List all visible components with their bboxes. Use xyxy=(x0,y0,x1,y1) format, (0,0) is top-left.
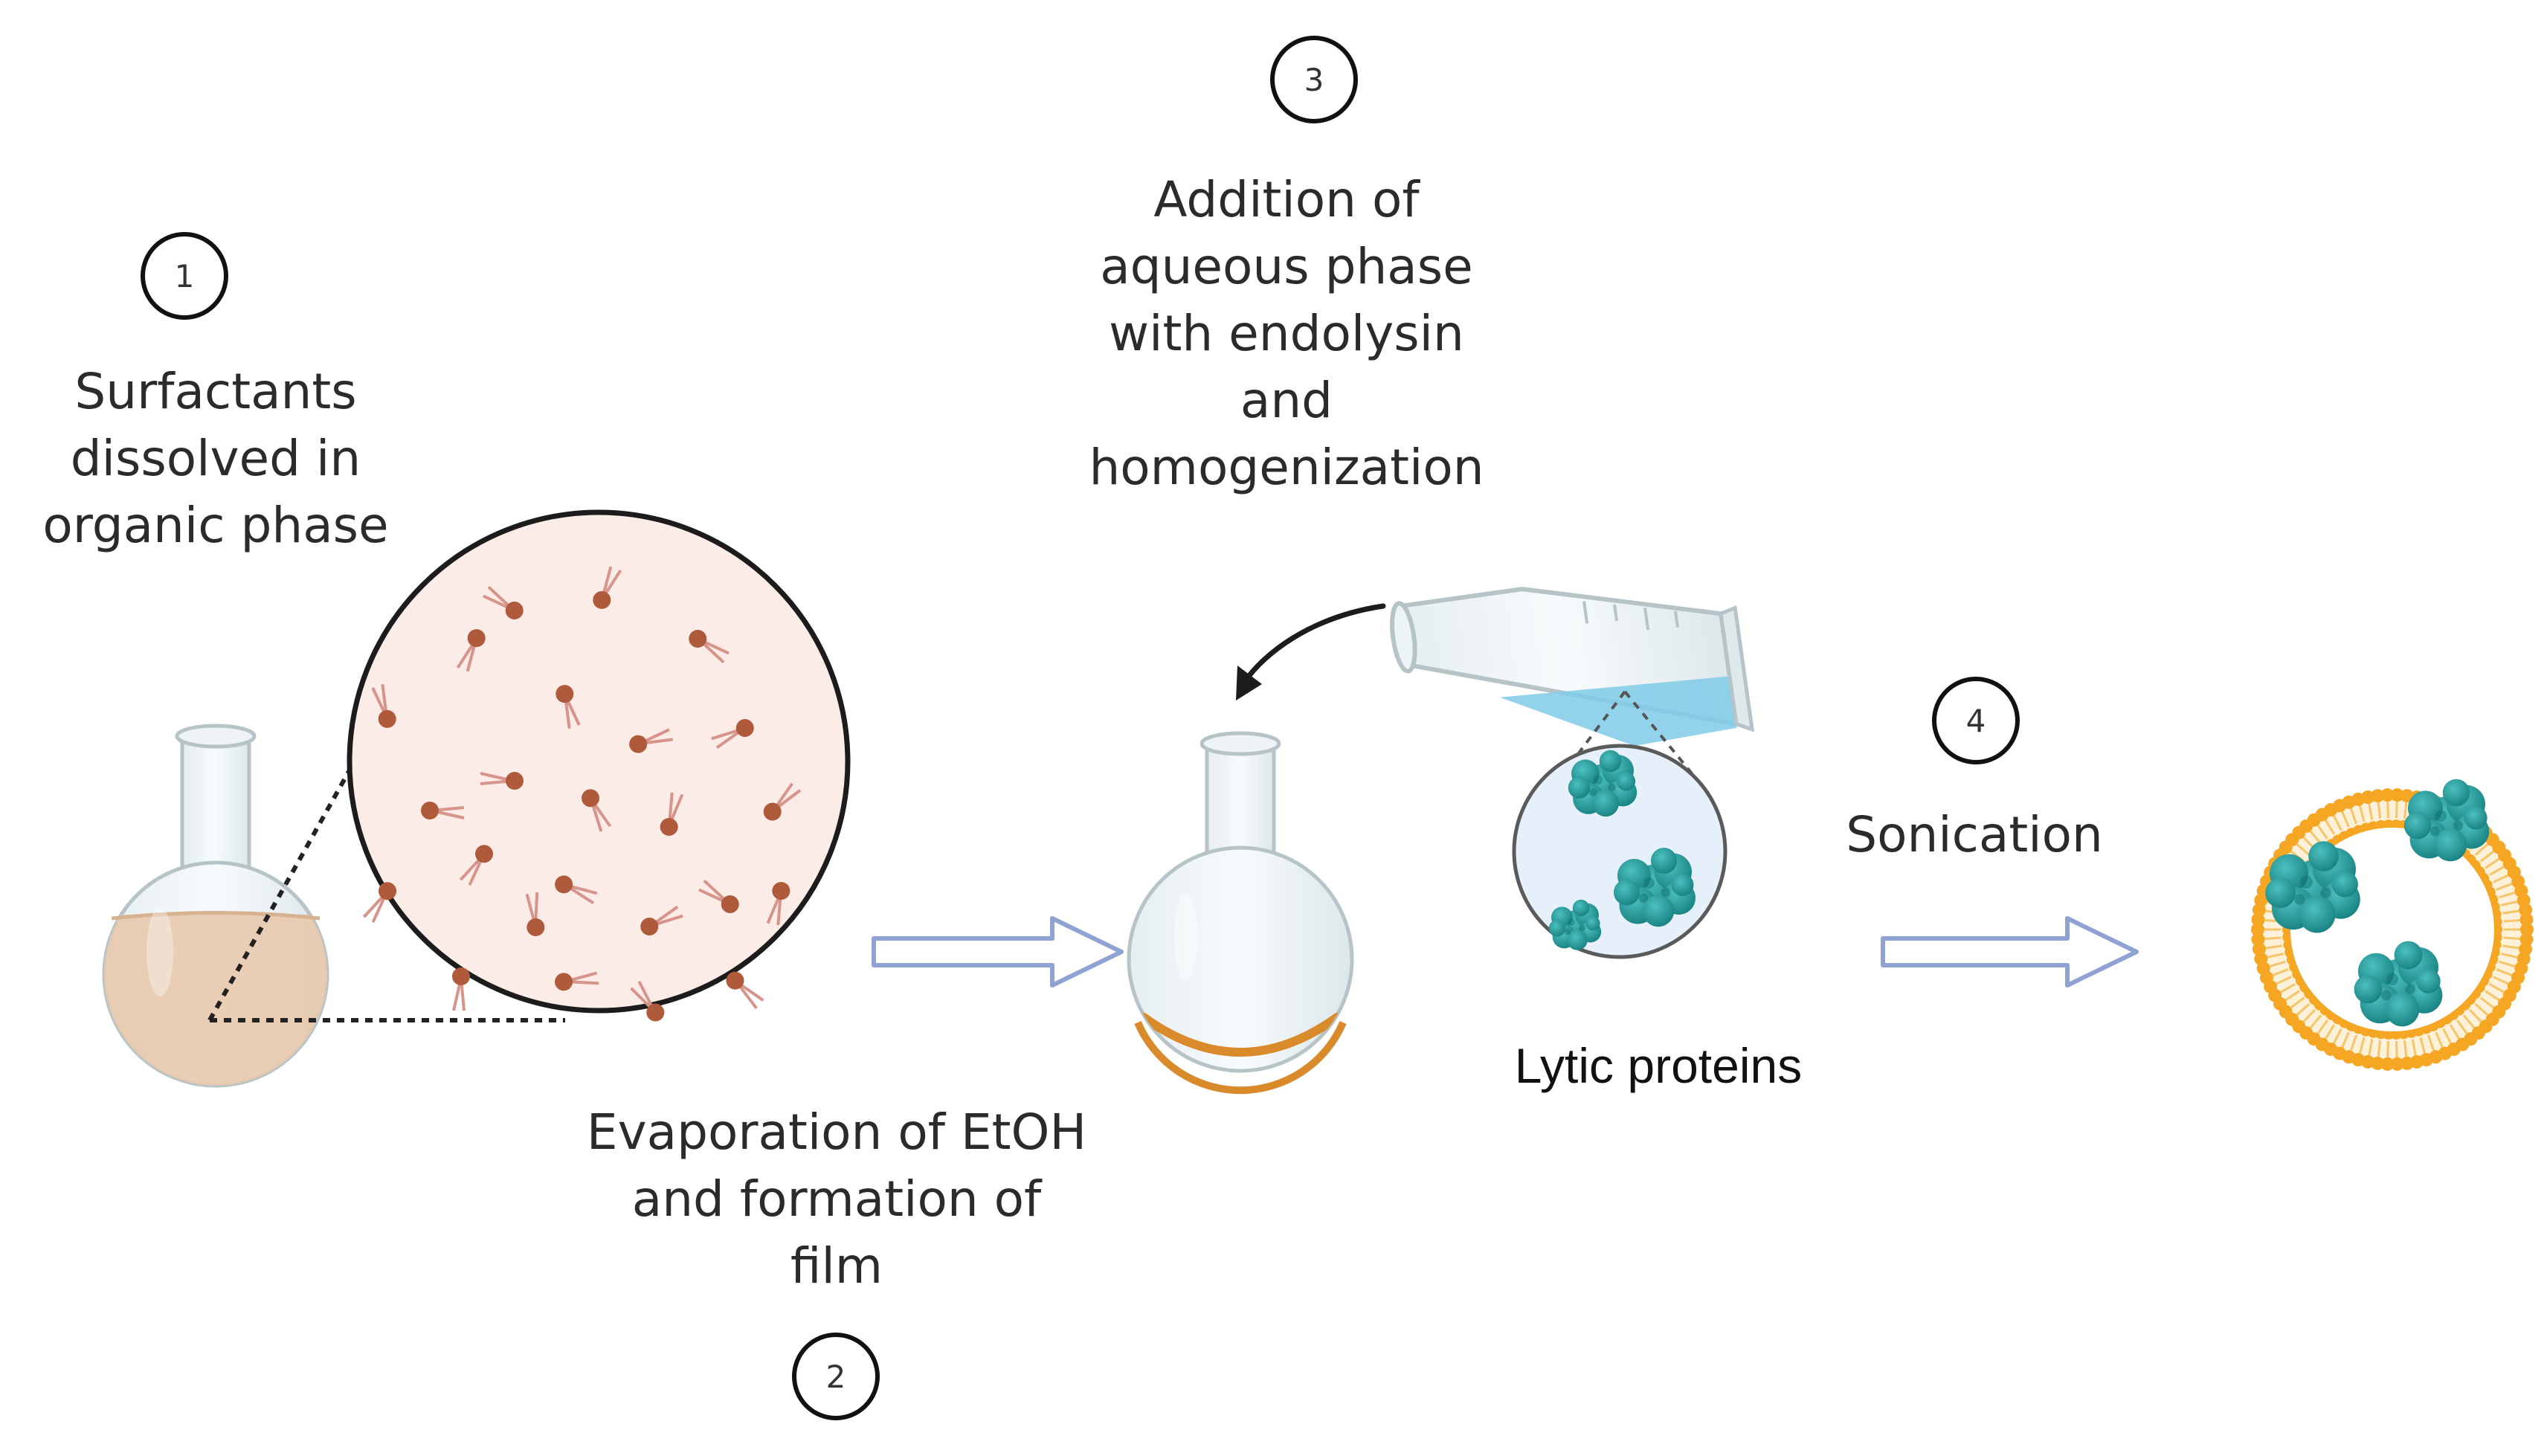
surfactant-molecule xyxy=(555,875,598,905)
step-2-text: Evaporation of EtOH and formation of fil… xyxy=(539,1099,1134,1300)
step-4-line-1: Sonication xyxy=(1846,806,2103,863)
encapsulated-lytic-proteins xyxy=(2265,779,2490,1027)
surfactant-molecule xyxy=(421,802,465,819)
lytic-proteins-label: Lytic proteins xyxy=(1514,1038,1803,1093)
liposome xyxy=(2251,779,2534,1071)
round-bottom-flask-organic xyxy=(102,724,329,1088)
surfactant-molecule xyxy=(371,683,396,728)
process-arrow-2 xyxy=(1881,916,2139,988)
surfactant-molecule xyxy=(689,630,730,664)
step-2-line-2: and formation of xyxy=(631,1170,1042,1228)
step-3-badge: 3 xyxy=(1270,36,1358,123)
step-1-number: 1 xyxy=(174,257,195,294)
surfactant-molecule xyxy=(640,905,683,935)
step-4-number: 4 xyxy=(1965,702,1986,739)
surfactant-molecule xyxy=(459,845,493,886)
step-2-badge: 2 xyxy=(792,1333,880,1420)
step-1-line-1: Surfactants xyxy=(74,363,357,420)
surfactant-molecule xyxy=(555,971,599,991)
step-3-number: 3 xyxy=(1304,61,1324,98)
surfactant-molecule xyxy=(362,882,396,923)
step-3-line-3: with endolysin xyxy=(1109,305,1464,362)
pour-arrow xyxy=(1236,603,1386,700)
lytic-protein xyxy=(1614,848,1696,927)
step-2-line-3: film xyxy=(790,1237,883,1295)
surfactant-molecule xyxy=(629,728,674,753)
organic-liquid xyxy=(104,915,327,1086)
lytic-protein xyxy=(2265,841,2360,933)
surfactant-molecule xyxy=(456,629,486,672)
surfactant-molecule xyxy=(726,971,764,1010)
lytic-protein-molecules xyxy=(1548,750,1696,950)
round-bottom-flask-film xyxy=(1127,731,1354,1095)
step-1-text: Surfactants dissolved in organic phase xyxy=(15,358,416,559)
lytic-protein xyxy=(2354,941,2443,1027)
protein-zoom-lines xyxy=(1556,690,1693,782)
zoom-lines xyxy=(207,742,565,1022)
step-3-line-1: Addition of xyxy=(1153,171,1420,228)
surfactant-molecule xyxy=(766,882,790,926)
process-arrow-1 xyxy=(872,916,1124,988)
surfactant-zoom-circle xyxy=(347,509,851,1022)
lipid-film xyxy=(1139,1013,1342,1057)
step-3-line-2: aqueous phase xyxy=(1100,238,1473,295)
surfactant-molecule xyxy=(525,892,545,936)
step-3-line-4: and xyxy=(1240,372,1333,429)
step-2-line-1: Evaporation of EtOH xyxy=(586,1104,1087,1161)
surfactant-molecule xyxy=(711,719,754,750)
step-2-number: 2 xyxy=(825,1358,846,1395)
surfactant-molecule xyxy=(763,782,802,821)
step-4-text: Sonication xyxy=(1807,802,2142,869)
step-1-line-2: dissolved in xyxy=(70,430,361,487)
film-rim xyxy=(1134,1021,1347,1095)
step-1-line-3: organic phase xyxy=(42,497,389,554)
lytic-protein xyxy=(1568,750,1638,817)
surfactant-molecule xyxy=(556,685,581,729)
surfactant-molecules xyxy=(362,566,802,1022)
lytic-protein xyxy=(2403,779,2490,862)
surfactant-molecule xyxy=(593,566,622,609)
step-4-badge: 4 xyxy=(1932,677,2020,764)
surfactant-molecule xyxy=(698,879,739,913)
surfactant-molecule xyxy=(660,792,684,836)
surfactant-molecule xyxy=(630,980,665,1022)
lytic-protein xyxy=(1548,899,1602,950)
surfactant-molecule xyxy=(582,789,612,832)
step-1-badge: 1 xyxy=(141,232,228,320)
erlenmeyer-flask-aqueous xyxy=(1390,587,1755,747)
surfactant-molecule xyxy=(452,967,470,1011)
surfactant-molecule xyxy=(483,585,524,619)
protein-zoom-circle xyxy=(1512,744,1727,959)
surfactant-molecule xyxy=(480,772,524,790)
aqueous-liquid xyxy=(1499,676,1737,747)
step-3-line-5: homogenization xyxy=(1089,439,1484,496)
step-3-text: Addition of aqueous phase with endolysin… xyxy=(1026,167,1547,501)
